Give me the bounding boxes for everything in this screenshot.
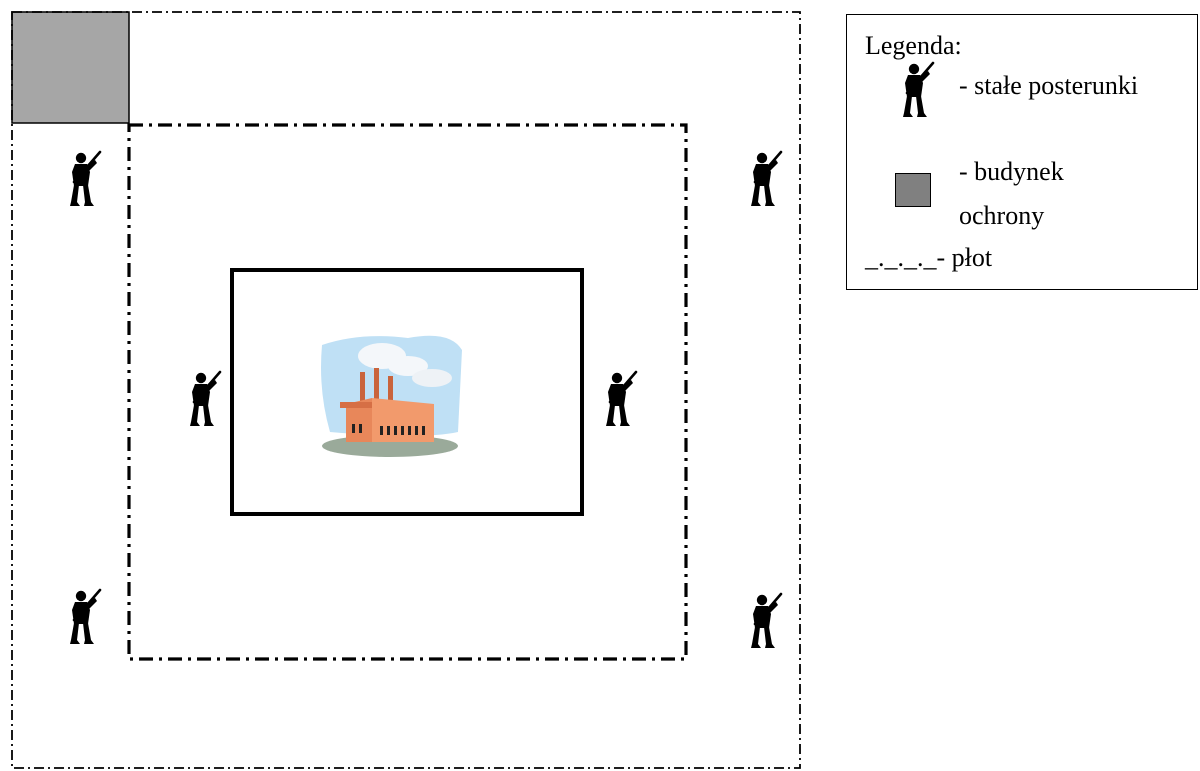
soldier-icon bbox=[188, 370, 222, 428]
legend-building-label: - budynek bbox=[959, 157, 1064, 186]
inner-fence bbox=[127, 123, 688, 661]
legend-fence-label: _._._._- płot bbox=[865, 243, 993, 272]
legend-guard-posts-label: - stałe posterunki bbox=[959, 71, 1139, 100]
security-building bbox=[11, 11, 130, 124]
soldier-icon bbox=[749, 150, 783, 208]
factory-icon bbox=[321, 335, 462, 457]
legend-box: Legenda: - stałe posterunki - budynek oc… bbox=[846, 14, 1198, 290]
legend-building-label-cont: ochrony bbox=[959, 201, 1045, 230]
soldier-icon bbox=[901, 61, 935, 119]
legend-building-symbol bbox=[895, 173, 931, 207]
soldier-icon bbox=[68, 588, 102, 646]
legend-title: Legenda: bbox=[865, 31, 962, 60]
soldier-icon bbox=[604, 370, 638, 428]
soldier-icon bbox=[749, 592, 783, 650]
soldier-icon bbox=[68, 150, 102, 208]
outer-fence bbox=[11, 11, 801, 769]
